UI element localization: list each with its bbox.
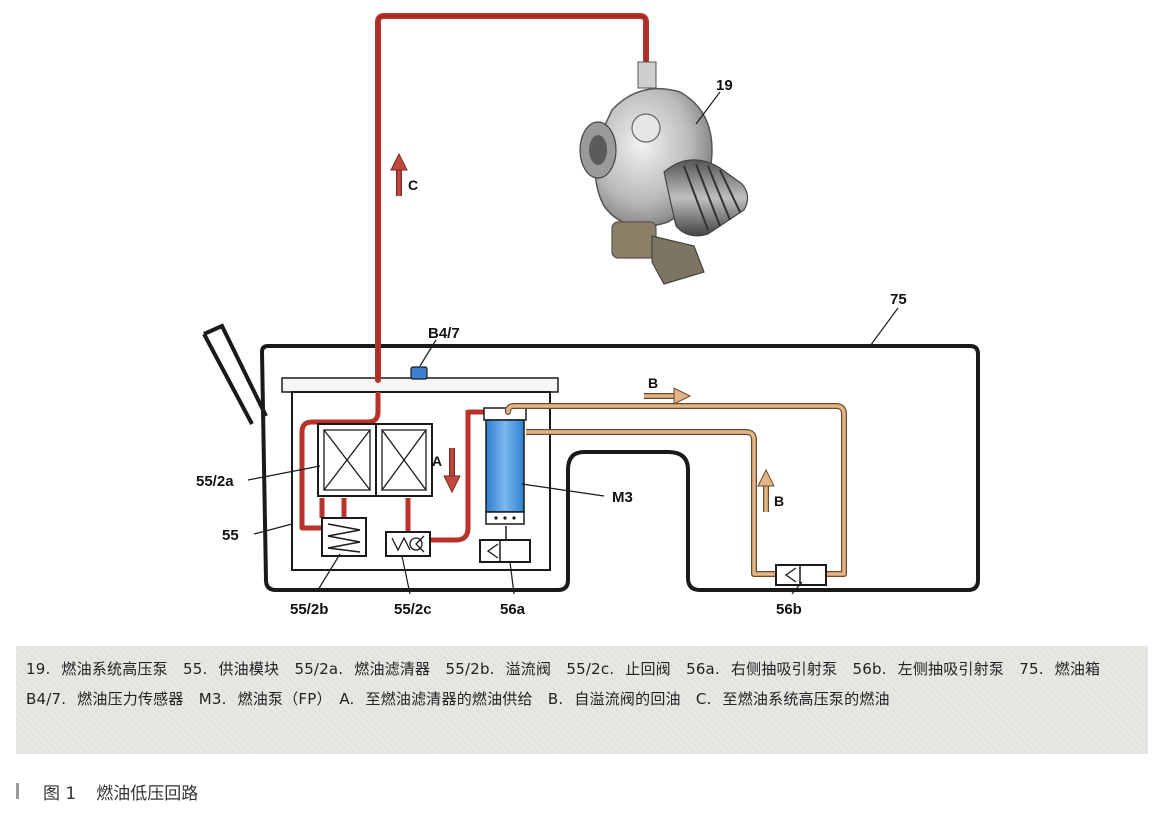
check-valve: [385, 531, 431, 557]
fuel-tank: [202, 323, 980, 592]
label-56b: 56b: [776, 601, 802, 618]
label-75: 75: [890, 291, 907, 308]
arrow-c: [390, 152, 408, 196]
legend-text: 19. 燃油系统高压泵 55. 供油模块 55/2a. 燃油滤清器 55/2b.…: [26, 660, 1116, 708]
return-lines: [505, 403, 847, 577]
label-56a: 56a: [500, 601, 526, 618]
label-55-2b: 55/2b: [290, 601, 328, 618]
label-arrow-b-right: B: [774, 493, 784, 509]
figure-caption: 图 1 燃油低压回路: [16, 777, 198, 805]
internal-fuel-lines: [299, 392, 486, 543]
label-55-2a: 55/2a: [196, 473, 234, 490]
fuel-pressure-sensor: [410, 366, 428, 380]
fuel-line-to-hp-pump-outline: [377, 15, 647, 380]
label-55: 55: [222, 527, 239, 544]
legend-box: 19. 燃油系统高压泵 55. 供油模块 55/2a. 燃油滤清器 55/2b.…: [16, 646, 1148, 754]
figure-number: 图 1: [43, 783, 77, 804]
arrow-a: [443, 448, 461, 494]
fuel-pump: [483, 407, 527, 525]
label-19: 19: [716, 77, 733, 94]
fuel-circuit-diagram: 19 75 B4/7 55/2a 55 M3 55/2b 55/2c 56a 5…: [196, 13, 980, 618]
fuel-filter: [317, 423, 433, 497]
figure-title: 燃油低压回路: [96, 783, 199, 804]
arrow-b-top: [644, 387, 692, 405]
pressure-relief-valve: [321, 517, 367, 557]
label-arrow-a: A: [432, 453, 442, 469]
leader-lines: [247, 91, 899, 595]
label-b4-7: B4/7: [428, 325, 460, 342]
arrow-b-right: [757, 468, 775, 512]
right-suction-jet-pump: [479, 526, 531, 563]
label-m3: M3: [612, 489, 633, 506]
high-pressure-pump: [579, 61, 749, 285]
label-arrow-c: C: [408, 177, 418, 193]
label-55-2c: 55/2c: [394, 601, 432, 618]
left-suction-jet-pump: [775, 564, 827, 586]
caption-marker: [16, 783, 19, 799]
label-arrow-b-top: B: [648, 375, 658, 391]
